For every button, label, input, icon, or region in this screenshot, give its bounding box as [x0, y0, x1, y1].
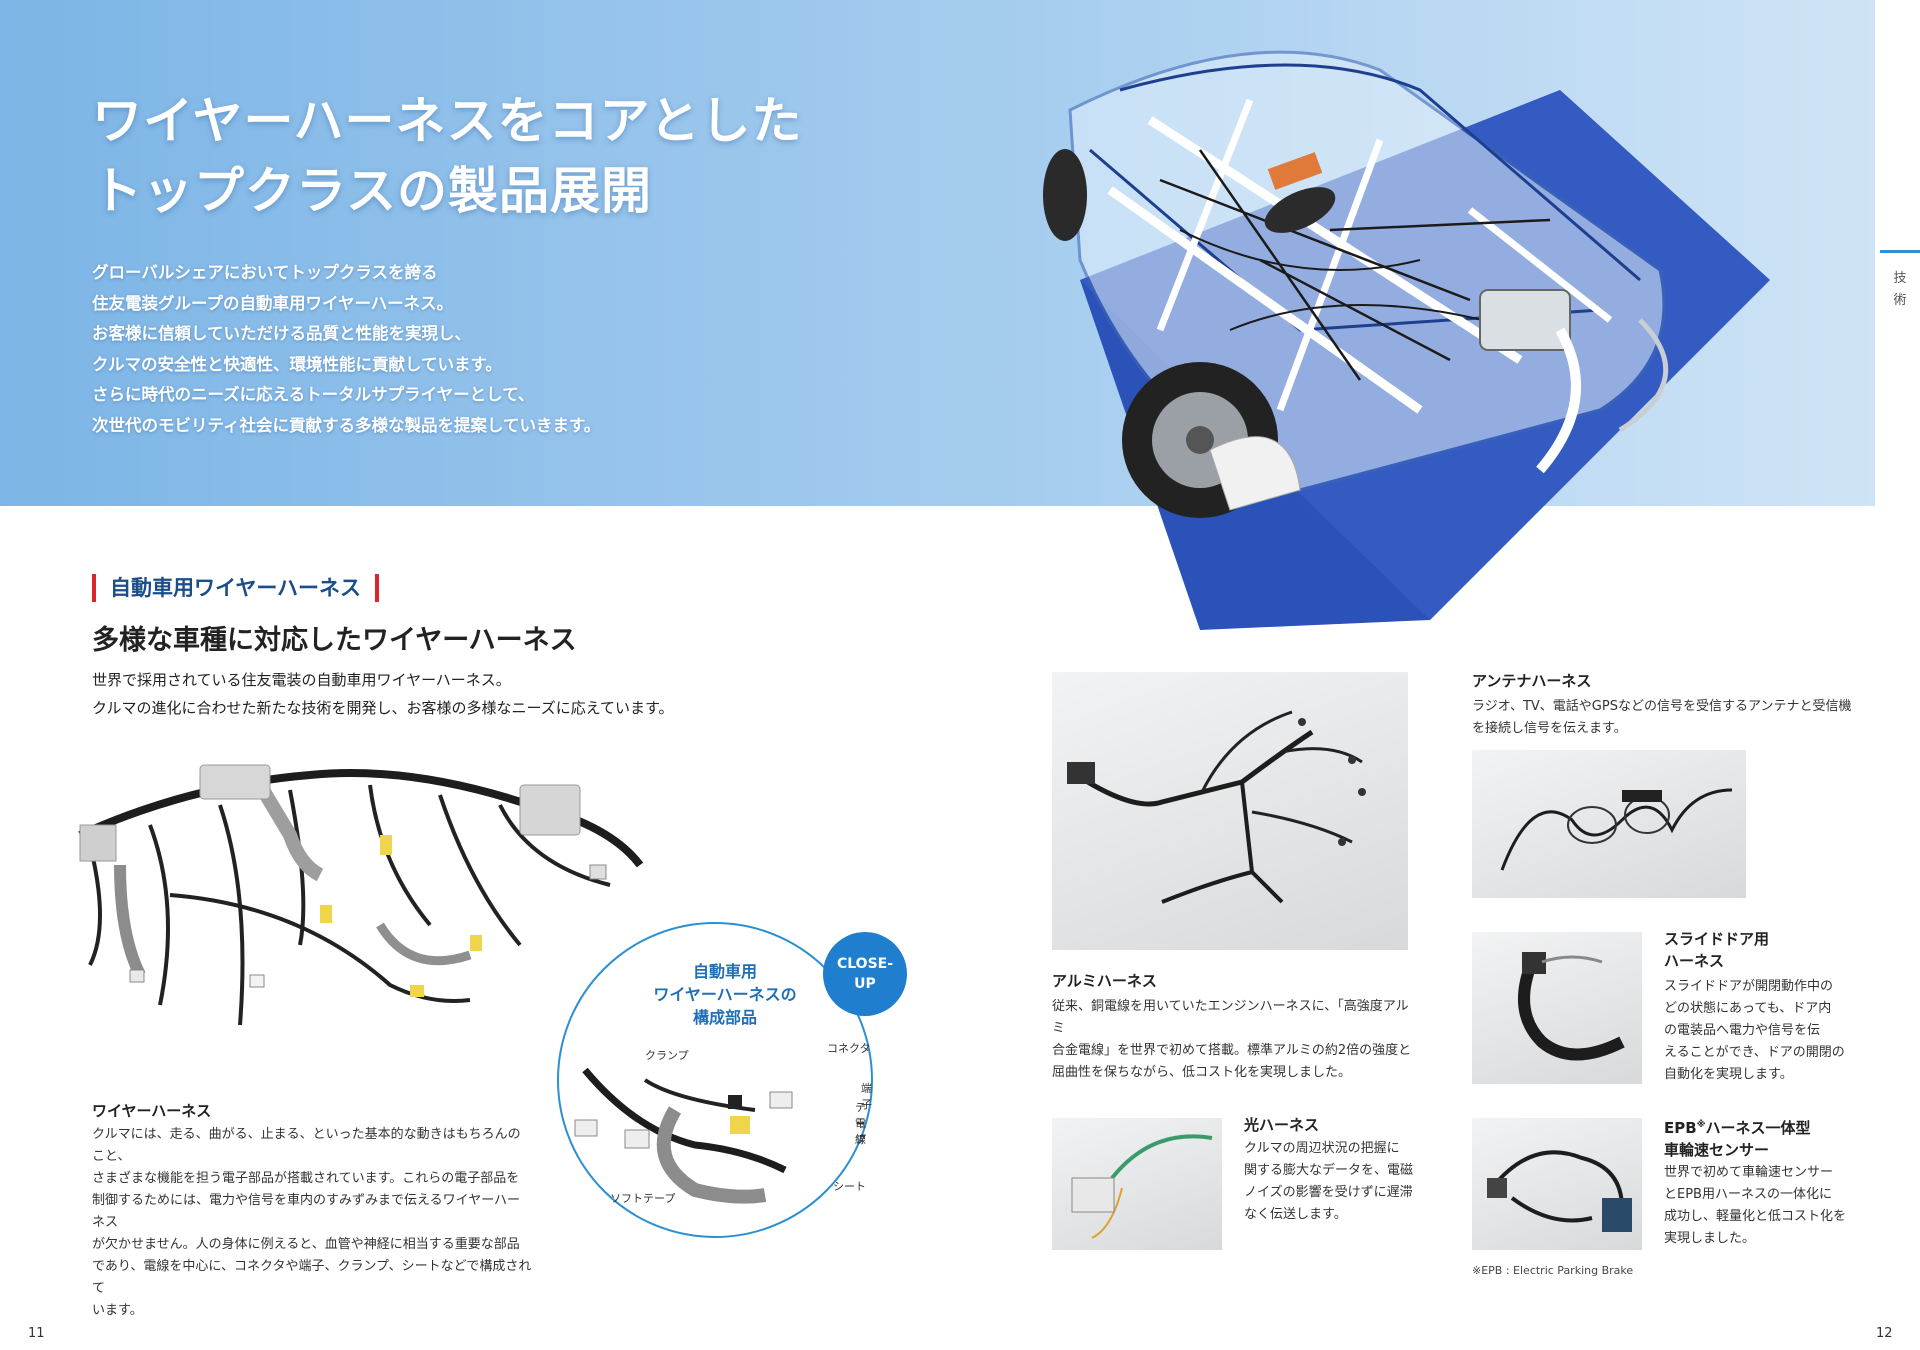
callout-sheet: シート: [833, 1180, 866, 1193]
wire-harness-title: ワイヤーハーネス: [92, 1102, 212, 1120]
hero-title: ワイヤーハーネスをコアとした トップクラスの製品展開: [92, 86, 803, 226]
hero-title-line1: ワイヤーハーネスをコアとした: [92, 92, 803, 150]
closeup-badge-line: CLOSE-: [836, 956, 894, 972]
hero-body: グローバルシェアにおいてトップクラスを誇る 住友電装グループの自動車用ワイヤーハ…: [92, 258, 600, 441]
antenna-harness-title: アンテナハーネス: [1472, 672, 1592, 690]
slide-door-harness-title: スライドドア用 ハーネス: [1664, 928, 1769, 972]
epb-title-pre: EPB: [1664, 1119, 1697, 1137]
alumi-harness-body: 従来、銅電線を用いていたエンジンハーネスに、「高強度アルミ 合金電線」を世界で初…: [1052, 996, 1412, 1084]
optical-body-line: クルマの周辺状況の把握に: [1244, 1141, 1400, 1156]
epb-harness-photo: [1472, 1118, 1642, 1250]
epb-body-line: 世界で初めて車輪速センサー: [1664, 1165, 1834, 1180]
hero-body-line: グローバルシェアにおいてトップクラスを誇る: [92, 263, 438, 282]
callout-connector: コネクタ: [827, 1042, 871, 1055]
slide-door-body-line: えることができ、ドアの開閉の: [1664, 1045, 1845, 1060]
slide-door-harness-photo: [1472, 932, 1642, 1084]
epb-body-line: とEPB用ハーネスの一体化に: [1664, 1187, 1832, 1202]
slide-door-body-line: 自動化を実現します。: [1664, 1067, 1793, 1082]
hero-body-line: クルマの安全性と快適性、環境性能に貢献しています。: [92, 354, 502, 374]
car-harness-image: [1043, 50, 1770, 630]
slide-door-harness-body: スライドドアが開閉動作中の どの状態にあっても、ドア内 の電装品へ電力や信号を伝…: [1664, 976, 1864, 1086]
wire-harness-body-line: クルマには、走る、曲がる、止まる、といった基本的な動きはもちろんのこと、: [92, 1127, 521, 1164]
page-number-left: 11: [28, 1326, 45, 1341]
wire-harness-body-line: であり、電線を中心に、コネクタや端子、クランプ、シートなどで構成されて: [92, 1259, 532, 1296]
optical-harness-photo: [1052, 1118, 1222, 1250]
epb-harness-body: 世界で初めて車輪速センサー とEPB用ハーネスの一体化に 成功し、軽量化と低コス…: [1664, 1162, 1864, 1250]
section-body: 世界で採用されている住友電装の自動車用ワイヤーハーネス。 クルマの進化に合わせた…: [92, 666, 674, 722]
slide-door-body-line: どの状態にあっても、ドア内: [1664, 1001, 1832, 1016]
section-heading: 多様な車種に対応したワイヤーハーネス: [92, 625, 577, 656]
slide-door-title-line: ハーネス: [1664, 952, 1725, 970]
epb-title-line2: 車輪速センサー: [1664, 1141, 1770, 1159]
optical-body-line: なく伝送します。: [1244, 1207, 1347, 1222]
closeup-badge-line: UP: [854, 976, 876, 992]
antenna-harness-photo: [1472, 750, 1746, 898]
closeup-image: [557, 922, 873, 1238]
wire-harness-photo: [78, 764, 644, 1026]
optical-harness-title: 光ハーネス: [1244, 1116, 1320, 1134]
epb-title-line1: EPB※ハーネス一体型: [1664, 1114, 1810, 1139]
alumi-body-line: 屈曲性を保ちながら、低コスト化を実現しました。: [1052, 1065, 1352, 1080]
epb-title-sup: ※: [1696, 1120, 1706, 1130]
antenna-harness-body: ラジオ、TV、電話やGPSなどの信号を受信するアンテナと受信機 を接続し信号を伝…: [1472, 696, 1852, 740]
hero-body-line: 次世代のモビリティ社会に貢献する多様な製品を提案していきます。: [92, 415, 601, 435]
optical-body-line: 関する膨大なデータを、電磁: [1244, 1163, 1414, 1178]
closeup-title: 自動車用 ワイヤーハーネスの 構成部品: [650, 960, 800, 1029]
hero-body-line: 住友電装グループの自動車用ワイヤーハーネス。: [92, 293, 454, 313]
section-body-line: 世界で採用されている住友電装の自動車用ワイヤーハーネス。: [92, 671, 511, 689]
wire-harness-body-line: 制御するためには、電力や信号を車内のすみずみまで伝えるワイヤーハーネス: [92, 1193, 520, 1230]
alumi-harness-photo: [1052, 672, 1408, 950]
epb-body-line: 成功し、軽量化と低コスト化を: [1664, 1209, 1847, 1224]
wire-harness-body: クルマには、走る、曲がる、止まる、といった基本的な動きはもちろんのこと、 さまざ…: [92, 1124, 532, 1322]
antenna-body-line: を接続し信号を伝えます。: [1472, 721, 1627, 736]
hero-title-line2: トップクラスの製品展開: [92, 162, 652, 220]
slide-door-body-line: スライドドアが開閉動作中の: [1664, 979, 1834, 994]
epb-title-post: ハーネス一体型: [1705, 1119, 1811, 1137]
closeup-title-line: ワイヤーハーネスの: [653, 985, 797, 1004]
epb-harness-title: EPB※ハーネス一体型 車輪速センサー: [1664, 1114, 1810, 1161]
alumi-harness-title: アルミハーネス: [1052, 972, 1157, 990]
slide-door-title-line: スライドドア用: [1664, 930, 1770, 948]
callout-wire: 電線: [855, 1117, 866, 1146]
section-body-line: クルマの進化に合わせた新たな技術を開発し、お客様の多様なニーズに応えています。: [92, 699, 674, 717]
alumi-body-line: 合金電線」を世界で初めて搭載。標準アルミの約2倍の強度と: [1052, 1043, 1412, 1058]
callout-clamp: クランプ: [645, 1049, 689, 1062]
side-tab-char: 技: [1893, 271, 1907, 286]
optical-harness-body: クルマの周辺状況の把握に 関する膨大なデータを、電磁 ノイズの影響を受けずに遅滞…: [1244, 1138, 1434, 1226]
optical-body-line: ノイズの影響を受けずに遅滞: [1244, 1185, 1413, 1200]
side-tab-char: 術: [1893, 293, 1907, 308]
section-label: 自動車用ワイヤーハーネス: [92, 574, 379, 602]
callout-soft-tape: ソフトテープ: [610, 1192, 676, 1205]
wire-harness-body-line: が欠かせません。人の身体に例えると、血管や神経に相当する重要な部品: [92, 1237, 520, 1252]
alumi-body-line: 従来、銅電線を用いていたエンジンハーネスに、「高強度アルミ: [1052, 999, 1409, 1036]
callout-tape: テープ: [855, 1101, 866, 1146]
hero-body-line: さらに時代のニーズに応えるトータルサプライヤーとして、: [92, 385, 535, 404]
antenna-body-line: ラジオ、TV、電話やGPSなどの信号を受信するアンテナと受信機: [1472, 699, 1852, 714]
wire-harness-body-line: さまざまな機能を担う電子部品が搭載されています。これらの電子部品を: [92, 1171, 520, 1186]
page-number-right: 12: [1876, 1326, 1893, 1341]
closeup-title-line: 構成部品: [692, 1008, 757, 1027]
epb-footnote: ※EPB : Electric Parking Brake: [1472, 1264, 1634, 1277]
closeup-badge: CLOSE- UP: [823, 932, 907, 1016]
callout-terminal: 端子: [861, 1082, 872, 1111]
hero-body-line: お客様に信頼していただける品質と性能を実現し、: [92, 324, 472, 343]
slide-door-body-line: の電装品へ電力や信号を伝: [1664, 1023, 1821, 1038]
wire-harness-body-line: います。: [92, 1303, 143, 1318]
closeup-circle: 自動車用 ワイヤーハーネスの 構成部品 CLOSE- UP クランプ コネクタ …: [555, 920, 907, 1240]
side-tab-indicator: [1880, 250, 1920, 253]
epb-body-line: 実現しました。: [1664, 1231, 1756, 1246]
side-tab: 技 術: [1880, 268, 1920, 312]
closeup-title-line: 自動車用: [692, 962, 757, 981]
